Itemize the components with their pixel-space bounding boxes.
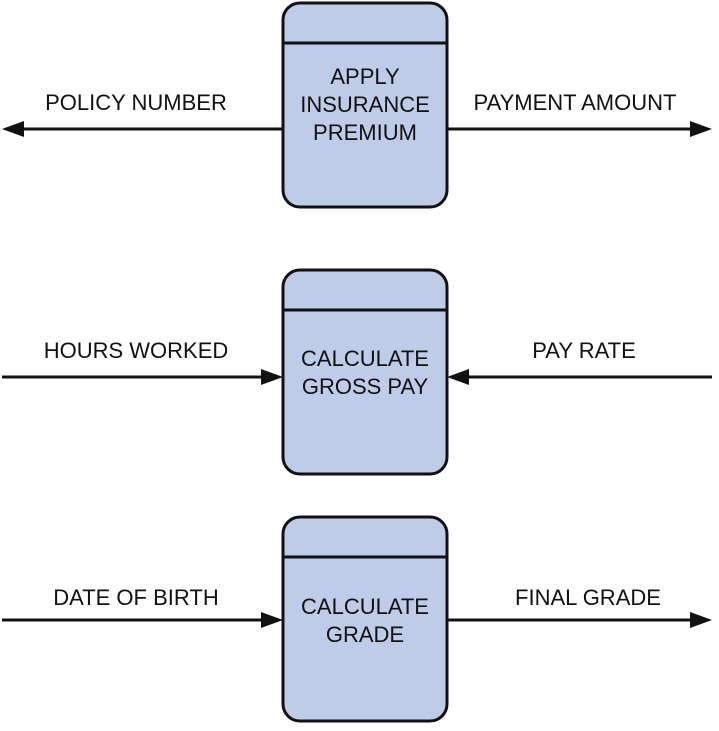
flow-label: FINAL GRADE: [515, 585, 661, 610]
arrowhead-right-icon: [261, 612, 283, 628]
process-name-line: CALCULATE: [301, 346, 429, 371]
flow-label: DATE OF BIRTH: [53, 585, 218, 610]
flow-date-of-birth: DATE OF BIRTH: [2, 585, 283, 628]
flow-pay-rate: PAY RATE: [447, 338, 712, 385]
process-name-line: GRADE: [326, 622, 404, 647]
arrowhead-right-icon: [261, 369, 283, 385]
arrowhead-right-icon: [690, 121, 712, 137]
flow-final-grade: FINAL GRADE: [447, 585, 712, 628]
process-box: [281, 515, 449, 723]
arrowhead-right-icon: [690, 612, 712, 628]
process-calculate-gross-pay: CALCULATE GROSS PAY: [281, 268, 449, 476]
process-name-line: APPLY: [330, 64, 400, 89]
process-apply-insurance-premium: APPLY INSURANCE PREMIUM: [281, 1, 449, 209]
process-box: [281, 268, 449, 476]
flow-hours-worked: HOURS WORKED: [2, 338, 283, 385]
process-name-line: GROSS PAY: [302, 374, 429, 399]
flow-label: PAYMENT AMOUNT: [474, 90, 677, 115]
arrowhead-left-icon: [447, 369, 469, 385]
flow-label: PAY RATE: [532, 338, 636, 363]
flow-policy-number: POLICY NUMBER: [2, 90, 283, 137]
flow-label: HOURS WORKED: [44, 338, 229, 363]
process-box: [281, 1, 449, 209]
arrowhead-left-icon: [2, 121, 24, 137]
process-name-line: INSURANCE: [300, 92, 430, 117]
process-name-line: CALCULATE: [301, 594, 429, 619]
process-calculate-grade: CALCULATE GRADE: [281, 515, 449, 723]
process-name-line: PREMIUM: [313, 120, 417, 145]
flow-payment-amount: PAYMENT AMOUNT: [447, 90, 712, 137]
flow-label: POLICY NUMBER: [45, 90, 227, 115]
